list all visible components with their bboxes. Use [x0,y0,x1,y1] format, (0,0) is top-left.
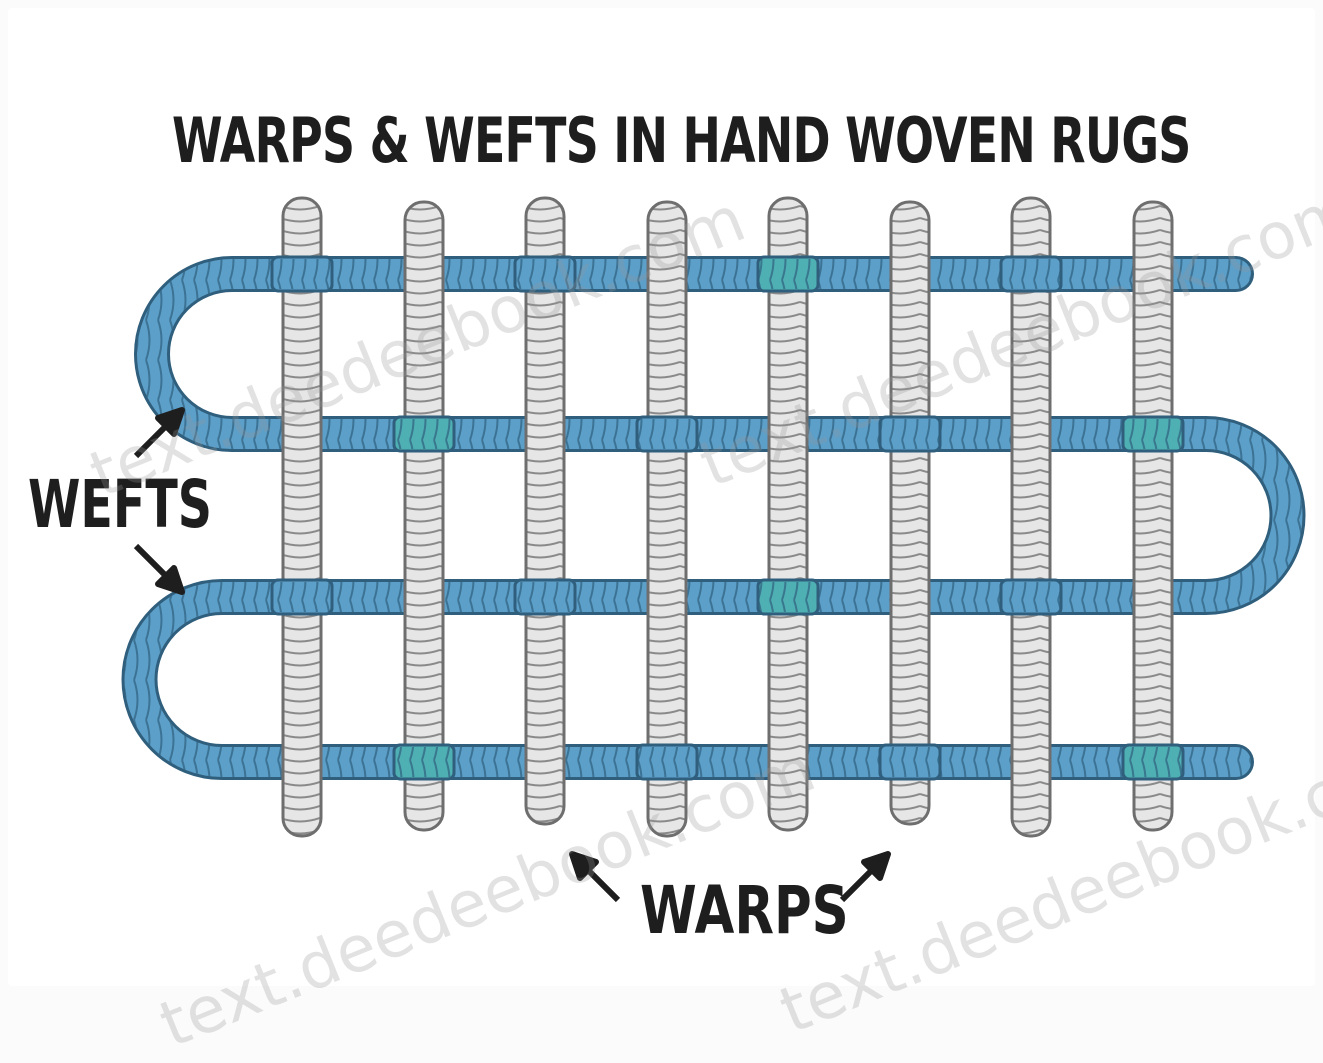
page-title: WARPS & WEFTS IN HAND WOVEN RUGS [172,104,1151,177]
weft-crossing-texture [272,582,332,612]
weft-crossing-texture [272,259,332,289]
warp-thread [405,202,443,830]
warps-arrow-right-icon [836,848,896,908]
weft-crossing-texture [394,747,454,777]
weft-crossing-texture [880,747,940,777]
warp-thread [891,202,929,824]
weft-crossing-texture [637,419,697,449]
weft-crossing-texture [758,582,818,612]
warp-thread [283,198,321,836]
weft-crossing-texture [1123,419,1183,449]
weft-crossing-texture [1001,259,1061,289]
weft-crossing-texture [758,259,818,289]
warp-thread [648,202,686,836]
weft-crossing-texture [1001,582,1061,612]
weft-crossing-texture [394,419,454,449]
weft-crossing-texture [1123,747,1183,777]
wefts-arrow-down-icon [128,538,188,598]
weft-crossing-texture [637,747,697,777]
weft-crossing-texture [515,582,575,612]
warps-label: WARPS [640,872,849,949]
